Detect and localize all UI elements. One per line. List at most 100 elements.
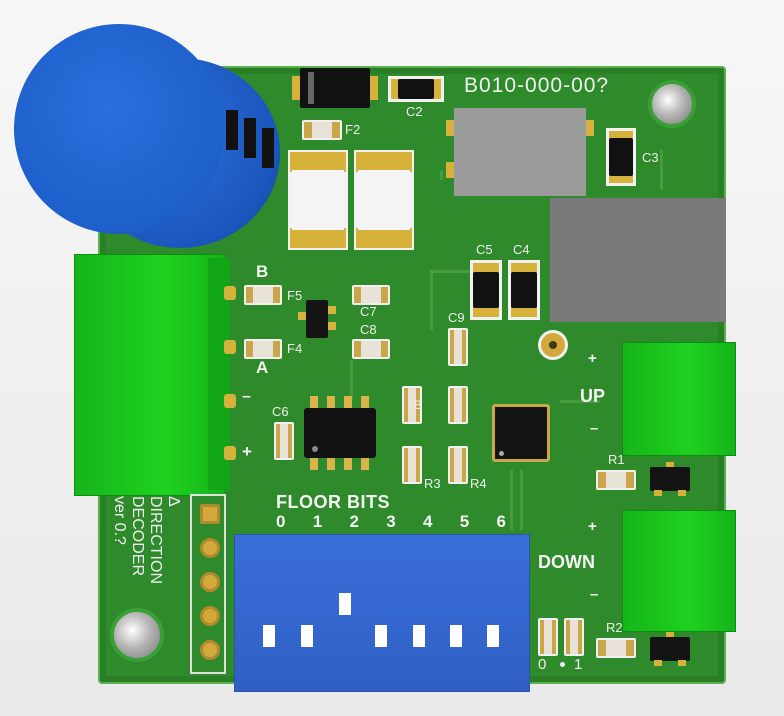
floor-bit-label: 6 — [496, 512, 506, 531]
dip-switch-toggle[interactable] — [339, 593, 351, 615]
floor-bits-title: FLOOR BITS — [276, 492, 390, 512]
dip-switch-toggle[interactable] — [450, 625, 462, 647]
floor-bit-label: 4 — [423, 512, 433, 531]
version-line-1: DIRECTION — [147, 496, 164, 584]
fuse-f4 — [244, 339, 282, 359]
jumper-0 — [538, 618, 558, 656]
label-c9: C9 — [448, 310, 465, 325]
version-line-3: ver 0.? — [111, 496, 128, 545]
capacitor-c7 — [352, 285, 390, 305]
dip-switch — [234, 534, 530, 692]
trace — [560, 400, 600, 403]
fuse-f2 — [302, 120, 342, 140]
jumper-label-0: 0 — [538, 656, 547, 673]
capacitor-c2 — [388, 76, 444, 102]
dip-switch-toggle[interactable] — [413, 625, 425, 647]
pin-header — [190, 494, 226, 674]
part-number: B010-000-00? — [464, 74, 610, 97]
label-r4: R4 — [470, 476, 487, 491]
up-minus: – — [590, 420, 599, 437]
inductor — [288, 150, 348, 250]
jumper-1 — [564, 618, 584, 656]
trace — [430, 270, 470, 273]
mounting-hole — [110, 608, 164, 662]
floor-bit-label: 1 — [312, 512, 323, 531]
test-pad — [538, 330, 568, 360]
dip-switch-toggle[interactable] — [487, 625, 499, 647]
microcontroller-qfn — [492, 404, 550, 462]
label-r3: R3 — [424, 476, 441, 491]
terminal-label-b: B — [256, 262, 269, 281]
electrolytic-capacitor — [14, 18, 280, 248]
capacitor-c4 — [508, 260, 540, 320]
floor-bit-label: 3 — [386, 512, 396, 531]
resistor — [448, 386, 468, 424]
voltage-regulator — [454, 108, 586, 196]
capacitor-c8 — [352, 339, 390, 359]
diode — [292, 68, 378, 108]
version-line-2: DECODER — [129, 496, 146, 577]
trace — [520, 470, 523, 530]
input-terminal-block — [74, 254, 226, 496]
jumper-dot — [560, 662, 565, 667]
label-c7: C7 — [360, 304, 377, 319]
label-b-partial: B — [414, 398, 423, 412]
capacitor-c3 — [606, 128, 636, 186]
terminal-face — [208, 258, 230, 490]
capacitor-stripe — [262, 128, 274, 168]
fuse-f5 — [244, 285, 282, 305]
transistor-down — [650, 632, 690, 666]
dip-switch-toggle[interactable] — [301, 625, 313, 647]
label-f4: F4 — [287, 341, 303, 356]
floor-bit-label: 2 — [349, 512, 359, 531]
label-c8: C8 — [360, 322, 377, 337]
trace — [440, 170, 443, 180]
label-c5: C5 — [476, 242, 493, 257]
capacitor-c5 — [470, 260, 502, 320]
down-plus: + — [588, 518, 597, 535]
label-c2: C2 — [406, 104, 423, 119]
heatsink-block — [550, 198, 726, 322]
label-r2: R2 — [606, 620, 623, 635]
version-arrow: Δ — [165, 496, 182, 507]
transistor-up — [650, 462, 690, 496]
up-terminal-block — [622, 342, 736, 456]
transistor — [306, 300, 328, 338]
terminal-label-minus: – — [242, 388, 251, 405]
up-plus: + — [588, 350, 597, 367]
floor-bits-numbers: 0 1 2 3 4 5 6 — [276, 512, 506, 534]
terminal-label-plus: + — [242, 442, 252, 461]
label-c3: C3 — [642, 150, 659, 165]
version-text: Δ DIRECTION DECODER ver 0.? — [82, 496, 182, 636]
label-f5: F5 — [287, 288, 303, 303]
down-minus: – — [590, 586, 599, 603]
trace — [510, 470, 513, 530]
label-r1: R1 — [608, 452, 625, 467]
capacitor-top — [14, 24, 224, 234]
label-c4: C4 — [513, 242, 530, 257]
resistor-r3 — [402, 446, 422, 484]
floor-bit-label: 5 — [459, 512, 470, 531]
capacitor-stripe — [226, 110, 238, 150]
floor-bit-label: 0 — [276, 512, 286, 531]
resistor — [402, 386, 422, 424]
resistor-r4 — [448, 446, 468, 484]
jumper-label-1: 1 — [574, 656, 583, 673]
label-c6: C6 — [272, 404, 289, 419]
resistor-r1 — [596, 470, 636, 490]
dip-switch-toggle[interactable] — [375, 625, 387, 647]
down-label: DOWN — [538, 552, 595, 572]
resistor-r2 — [596, 638, 636, 658]
trace — [660, 150, 663, 190]
dip-switch-toggle[interactable] — [263, 625, 275, 647]
trace — [430, 270, 433, 330]
ic-soic8 — [302, 396, 378, 470]
label-f2: F2 — [345, 122, 361, 137]
terminal-label-a: A — [256, 358, 269, 377]
capacitor-stripe — [244, 118, 256, 158]
capacitor-c6 — [274, 422, 294, 460]
mounting-hole — [648, 80, 696, 128]
down-terminal-block — [622, 510, 736, 632]
trace — [350, 360, 353, 400]
inductor — [354, 150, 414, 250]
